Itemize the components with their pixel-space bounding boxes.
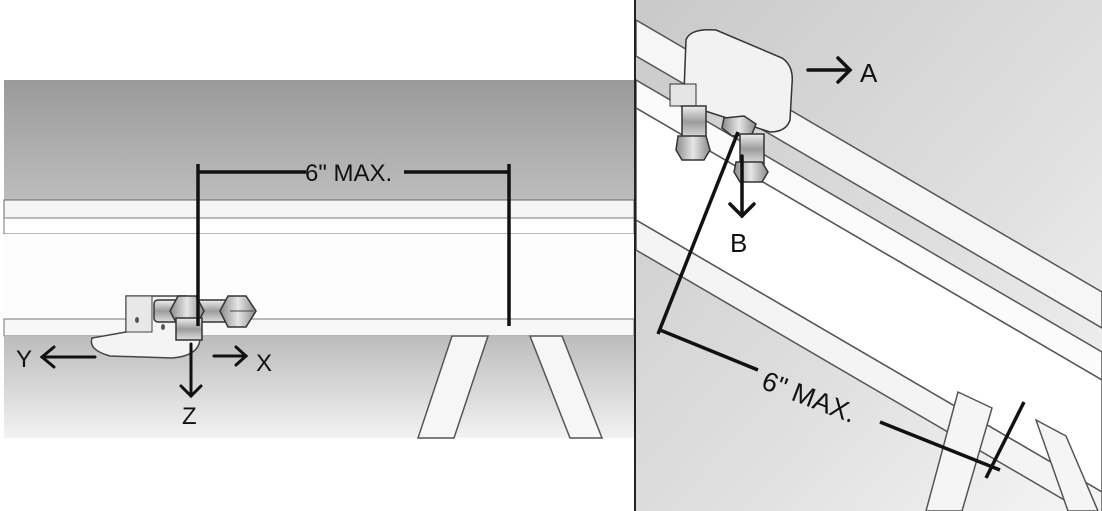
beam-clamp <box>90 295 257 359</box>
axis-arrows <box>39 342 249 399</box>
axis-label-y: Y <box>16 346 32 373</box>
axis-label-z: Z <box>182 403 197 430</box>
dimension-line-right <box>656 131 1026 479</box>
direction-label-b: B <box>730 228 747 258</box>
left-panel: 6" MAX. Y X Z <box>3 80 635 439</box>
axis-label-x: X <box>256 350 272 377</box>
truss-legs-right <box>925 390 1099 511</box>
dimension-label-left: 6" MAX. <box>305 160 392 187</box>
direction-arrows <box>728 56 853 219</box>
beam-clamp-right <box>669 28 794 183</box>
dimension-line-left <box>196 164 511 326</box>
truss-legs <box>416 335 604 439</box>
right-panel: A B 6" MAX. <box>636 0 1102 511</box>
direction-label-a: A <box>860 58 878 88</box>
